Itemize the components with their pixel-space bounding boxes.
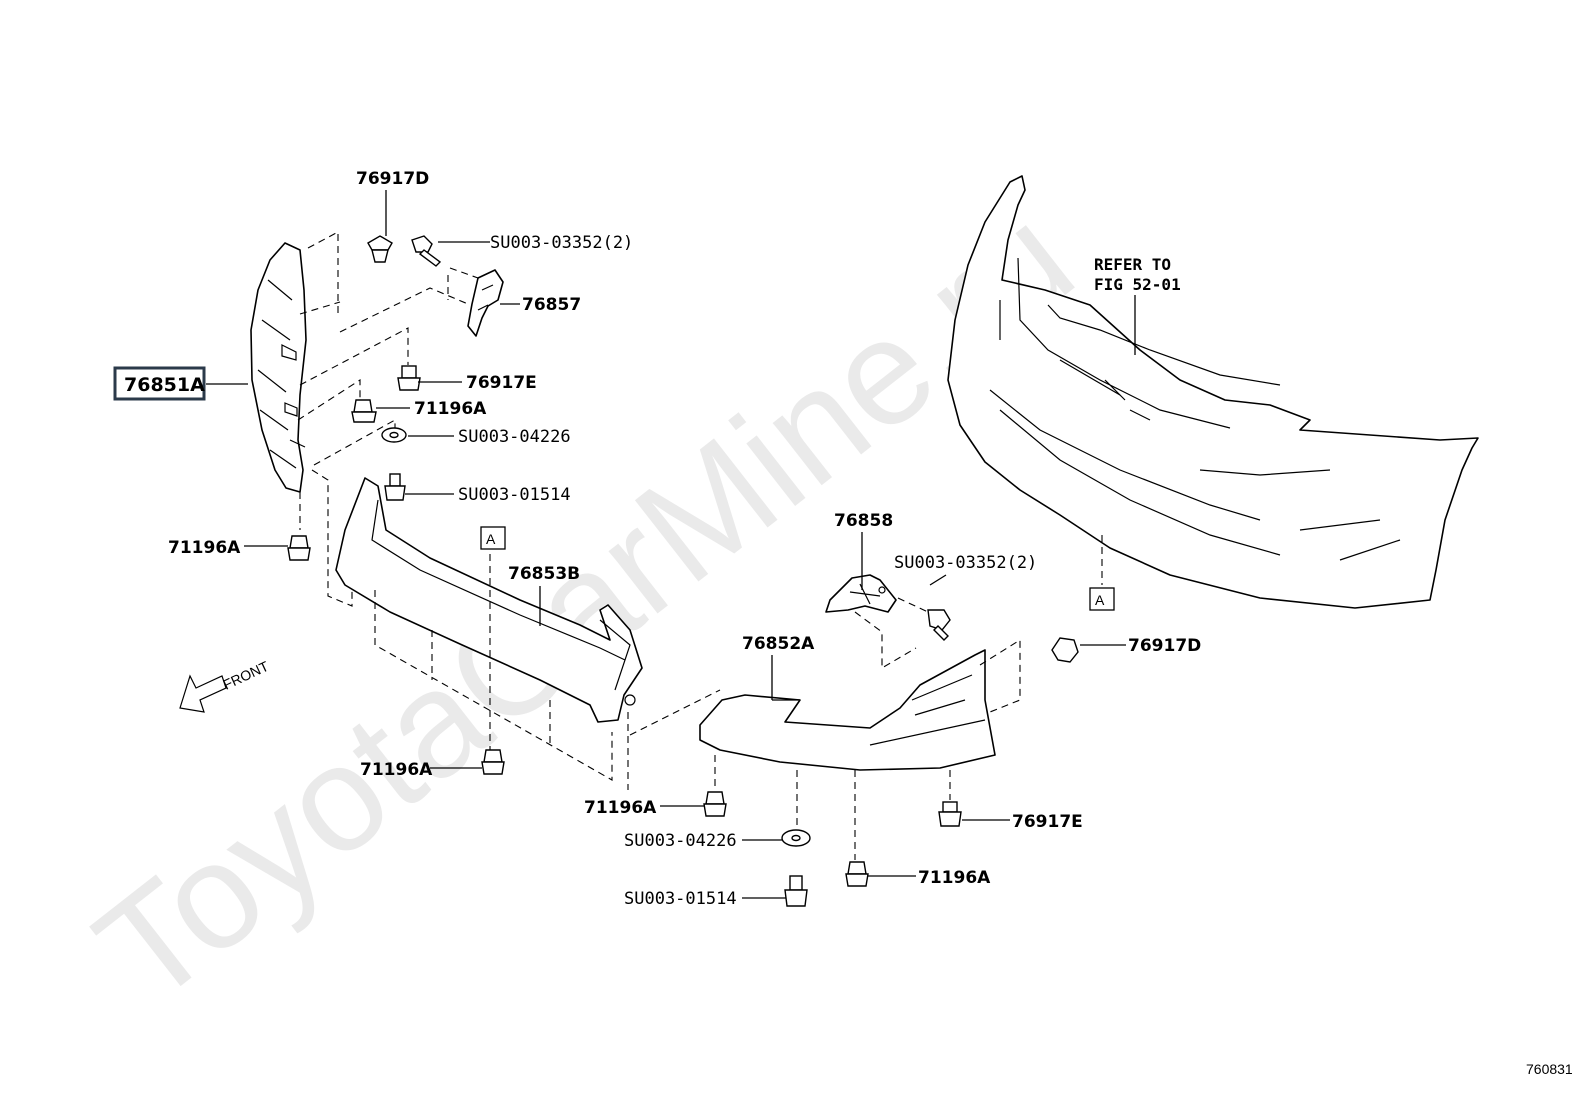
clip-76917E-right [938,801,962,827]
label-71196A-center[interactable]: 71196A [584,798,657,818]
label-su003-04226-top[interactable]: SU003-04226 [458,427,571,447]
highlight-part-76851A[interactable]: 76851A [113,366,206,401]
bolt-su003-01514-top [384,473,406,501]
clip-76917D-top [367,235,393,263]
label-76857[interactable]: 76857 [522,295,581,315]
front-direction-arrow: FRONT [179,658,272,713]
front-lip-76853B [335,477,643,723]
label-76917E-right[interactable]: 76917E [1012,812,1083,832]
label-71196A-bottom-left[interactable]: 71196A [360,760,433,780]
label-su003-01514-top[interactable]: SU003-01514 [458,485,571,505]
label-71196A-upper[interactable]: 71196A [414,399,487,419]
bracket-76858 [825,574,897,613]
washer-su003-04226-top [381,427,407,443]
clip-71196A-bottom-left [481,749,505,775]
refer-note-line1: REFER TO [1094,255,1171,274]
clip-71196A-left [287,535,311,561]
section-marker-a-right: A [1089,587,1115,611]
screw-su003-03352-right [927,609,951,641]
bracket-76857 [467,269,504,337]
watermark: ToyotaCarMine.ru [66,174,1102,1035]
svg-text:A: A [486,531,496,547]
section-marker-a-left: A [480,526,506,550]
label-76917D-top[interactable]: 76917D [356,169,429,189]
clip-71196A-bottom-right [845,861,869,887]
label-su003-01514-bottom[interactable]: SU003-01514 [624,889,737,909]
side-spoiler-76851A [250,242,307,493]
refer-note-line2[interactable]: FIG 52-01 [1094,275,1181,294]
svg-text:76851A[interactable]: 76851A [124,374,205,396]
label-76858[interactable]: 76858 [834,511,893,531]
clip-76917D-right [1051,637,1079,663]
label-76853B[interactable]: 76853B [508,564,580,584]
label-76917D-right[interactable]: 76917D [1128,636,1201,656]
label-su003-03352-top[interactable]: SU003-03352(2) [490,233,633,253]
washer-su003-04226-bottom [781,829,811,847]
clip-71196A-center [703,791,727,817]
label-su003-04226-bottom[interactable]: SU003-04226 [624,831,737,851]
screw-su003-03352-top [411,235,442,267]
label-71196A-left[interactable]: 71196A [168,538,241,558]
label-su003-03352-right[interactable]: SU003-03352(2) [894,553,1037,573]
label-76917E-top[interactable]: 76917E [466,373,537,393]
bolt-su003-01514-bottom [784,875,808,907]
front-lip-76852A [699,649,996,771]
figure-number: 760831 [1526,1061,1573,1077]
svg-text:A: A [1095,592,1105,608]
clip-71196A-upper [351,399,377,423]
bumper-cover [947,175,1479,609]
label-71196A-bottom-right[interactable]: 71196A [918,868,991,888]
label-76852A[interactable]: 76852A [742,634,815,654]
clip-76917E-top [397,365,421,391]
front-label: FRONT [221,658,272,693]
